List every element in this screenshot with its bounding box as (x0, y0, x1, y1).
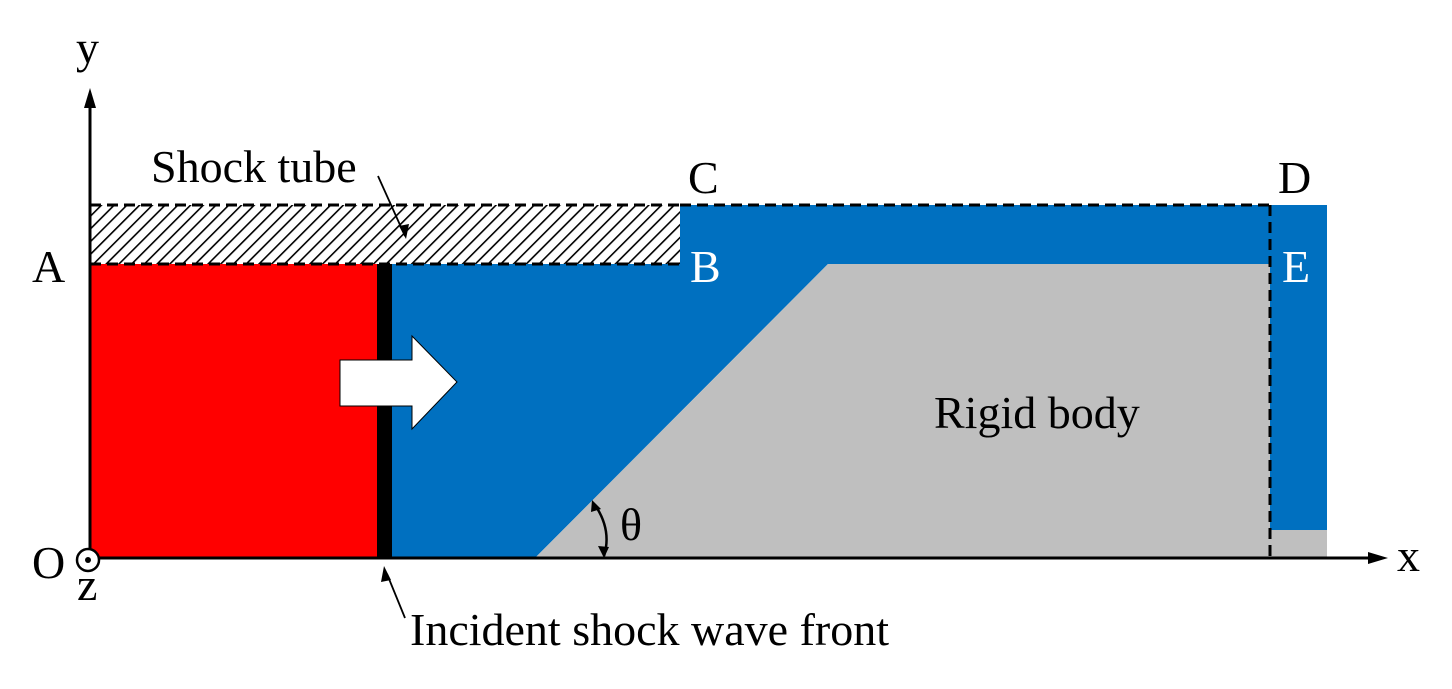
theta-arrowhead-bottom (598, 546, 609, 558)
point-d-label: D (1278, 152, 1311, 203)
origin-label: O (32, 537, 65, 588)
rigid-body-label: Rigid body (934, 387, 1140, 438)
rigid-body (535, 264, 1327, 558)
x-axis-label: x (1397, 530, 1420, 581)
theta-label: θ (620, 499, 642, 550)
propagation-arrow (339, 334, 458, 431)
y-axis-label: y (76, 22, 99, 73)
y-axis-arrowhead (84, 88, 96, 108)
point-e-label: E (1282, 241, 1310, 292)
shock-tube-label: Shock tube (151, 141, 357, 192)
z-axis-dot (85, 557, 91, 563)
incident-shock-front (377, 264, 392, 558)
point-a-label: A (32, 241, 65, 292)
incident-shock-leader (386, 573, 406, 619)
x-axis-arrowhead (1368, 552, 1388, 564)
shock-tube-leader-head (399, 224, 409, 239)
point-b-label: B (690, 241, 721, 292)
theta-arrowhead-top (591, 500, 601, 512)
shock-tube-wall (90, 205, 680, 264)
incident-shock-leader-head (381, 566, 391, 582)
z-axis-label: z (77, 559, 97, 610)
point-c-label: C (688, 152, 719, 203)
driver-gas-region (90, 264, 377, 558)
incident-shock-label: Incident shock wave front (410, 604, 889, 655)
test-gas-region (392, 205, 1327, 558)
